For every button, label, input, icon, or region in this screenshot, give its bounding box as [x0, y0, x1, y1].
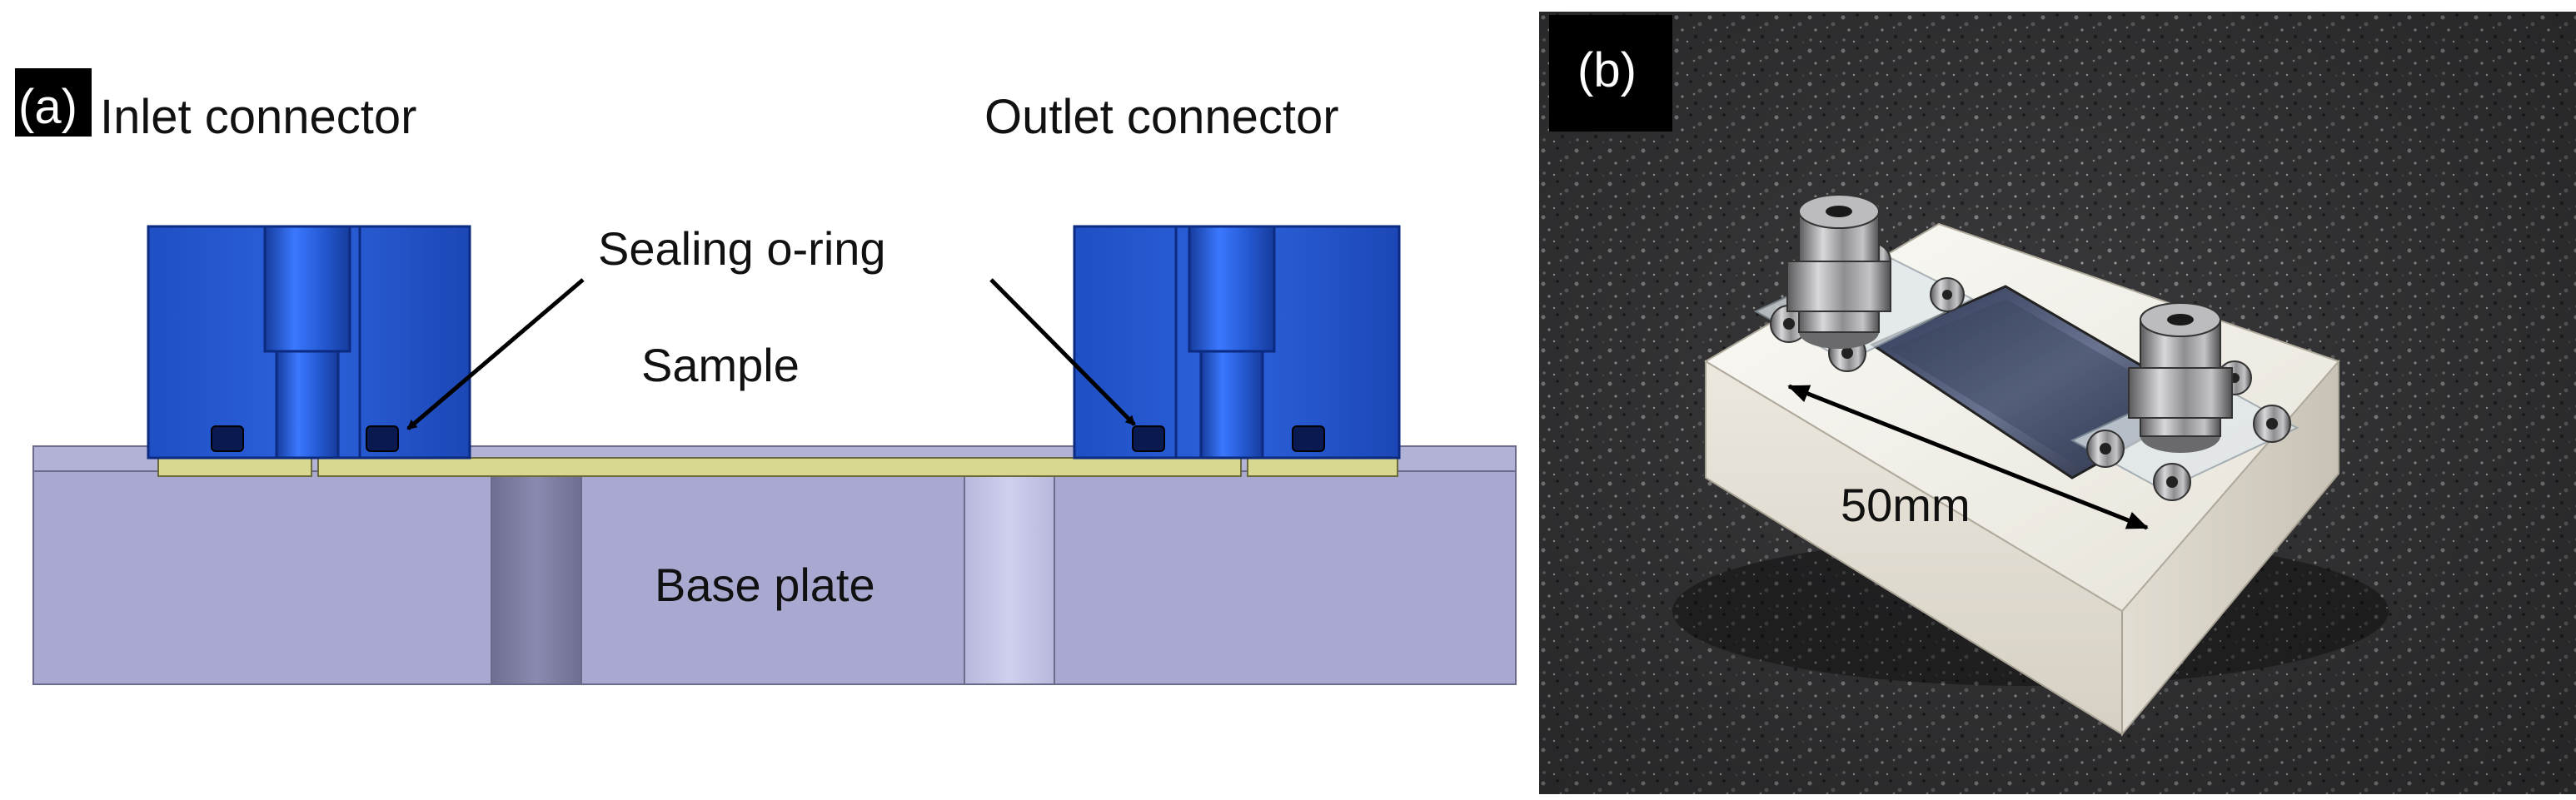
outlet-connector-block — [1073, 225, 1401, 460]
panel-b-tag: (b) — [1549, 15, 1672, 132]
panel-a-tag: (a) — [15, 68, 92, 137]
sealing-oring-label: Sealing o-ring — [598, 222, 886, 275]
dimension-label: 50mm — [1841, 479, 1971, 531]
sample-label: Sample — [641, 339, 800, 391]
schematic-panel-a: (a) — [15, 68, 1517, 685]
inlet-connector-block — [147, 225, 471, 460]
svg-text:(a): (a) — [18, 80, 77, 134]
sample-strip — [157, 457, 1398, 477]
base-plate-label: Base plate — [655, 559, 875, 611]
oring-callout-arrows — [406, 278, 1136, 430]
svg-text:(b): (b) — [1577, 43, 1637, 97]
dimension-arrow — [1787, 384, 2149, 530]
inlet-connector-label: Inlet connector — [100, 90, 416, 144]
inlet-fitting-photo — [1786, 194, 1891, 349]
photo-panel-b: 50mm (b) — [1539, 12, 2576, 794]
outlet-connector-label: Outlet connector — [984, 90, 1339, 144]
outlet-fitting-photo — [2128, 302, 2233, 453]
